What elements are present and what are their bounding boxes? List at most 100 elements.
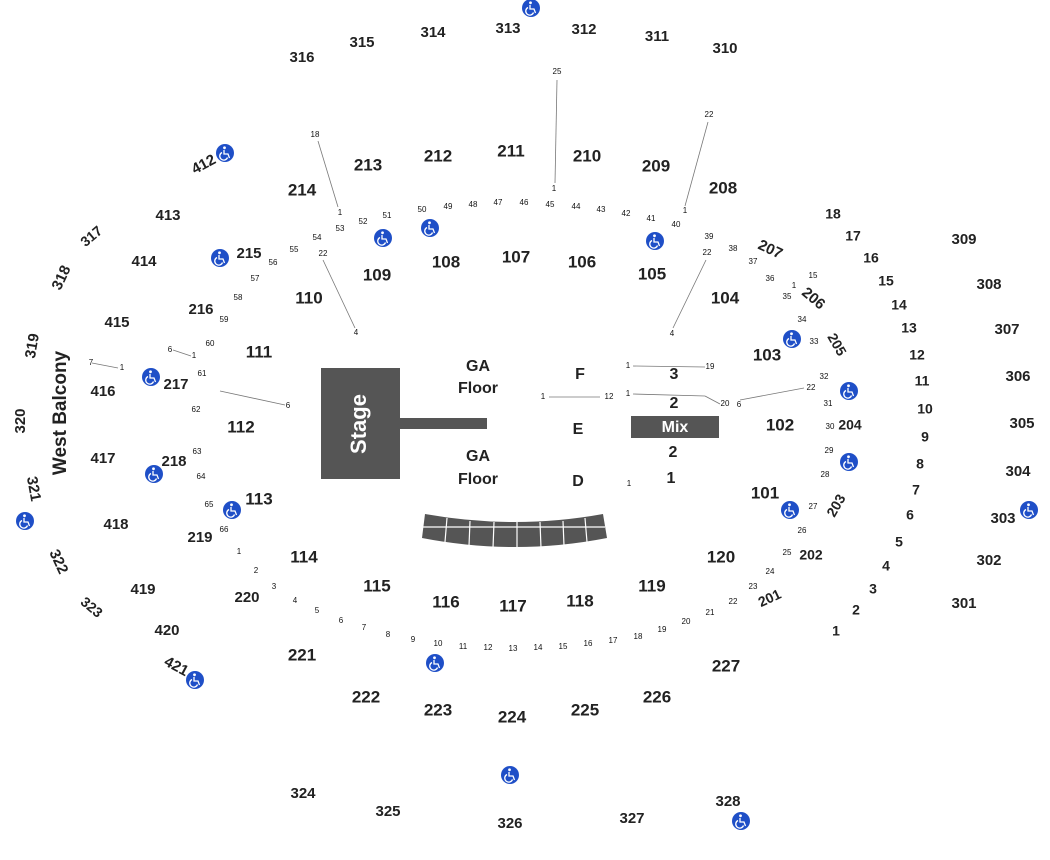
section[interactable]: 301 (951, 595, 976, 612)
section[interactable]: 313 (495, 20, 520, 37)
floor-number[interactable]: 2 (670, 395, 679, 412)
section[interactable]: 312 (571, 21, 596, 38)
section[interactable]: 115 (363, 576, 390, 595)
section[interactable]: 223 (424, 700, 452, 719)
floor-number[interactable]: 2 (669, 444, 678, 461)
ga-floor-lower[interactable]: GA Floor (458, 448, 498, 488)
section[interactable]: 108 (432, 252, 460, 271)
section[interactable]: 16 (863, 250, 879, 266)
section[interactable]: 418 (103, 516, 128, 533)
section[interactable]: 8 (916, 456, 924, 472)
wheelchair-icon[interactable] (521, 0, 541, 18)
section[interactable]: 302 (976, 552, 1001, 569)
section[interactable]: 14 (891, 297, 907, 313)
section[interactable]: 7 (912, 482, 920, 498)
section[interactable]: 306 (1005, 368, 1030, 385)
section[interactable]: 211 (497, 141, 524, 160)
section[interactable]: 214 (288, 180, 317, 199)
section[interactable]: 217 (163, 376, 188, 393)
section[interactable]: 322 (45, 547, 71, 577)
section[interactable]: 218 (161, 453, 186, 470)
section[interactable]: 17 (845, 228, 861, 244)
section[interactable]: 308 (976, 276, 1001, 293)
section[interactable]: 327 (619, 810, 644, 827)
wheelchair-icon[interactable] (1019, 500, 1039, 520)
stage[interactable]: Stage (321, 368, 487, 479)
section[interactable]: 315 (349, 34, 374, 51)
section[interactable]: 325 (375, 803, 400, 820)
section[interactable]: 107 (502, 247, 530, 266)
section[interactable]: 412 (189, 151, 219, 178)
wheelchair-icon[interactable] (731, 811, 751, 831)
wheelchair-icon[interactable] (144, 464, 164, 484)
section[interactable]: 305 (1009, 415, 1034, 432)
wheelchair-icon[interactable] (425, 653, 445, 673)
section[interactable]: 220 (234, 589, 259, 606)
section[interactable]: 420 (154, 622, 179, 639)
wheelchair-icon[interactable] (839, 381, 859, 401)
section[interactable]: 415 (104, 314, 129, 331)
section[interactable]: 416 (90, 383, 115, 400)
section[interactable]: 114 (290, 547, 318, 566)
section[interactable]: 212 (424, 146, 452, 165)
section[interactable]: 320 (12, 408, 29, 433)
wheelchair-icon[interactable] (839, 452, 859, 472)
section[interactable]: 221 (288, 645, 316, 664)
section[interactable]: 109 (363, 265, 391, 284)
section[interactable]: 9 (921, 429, 929, 445)
section[interactable]: 11 (915, 373, 930, 389)
section[interactable]: 215 (236, 245, 261, 262)
section[interactable]: 203 (823, 491, 849, 519)
wheelchair-icon[interactable] (141, 367, 161, 387)
section[interactable]: 307 (994, 321, 1019, 338)
section[interactable]: 209 (642, 156, 670, 175)
section[interactable]: 103 (753, 345, 781, 364)
floor-number[interactable]: 3 (670, 366, 679, 383)
section[interactable]: 111 (246, 342, 273, 361)
wheelchair-icon[interactable] (420, 218, 440, 238)
wheelchair-icon[interactable] (15, 511, 35, 531)
section[interactable]: 117 (499, 596, 526, 615)
section[interactable]: 225 (571, 700, 599, 719)
section[interactable]: 4 (882, 558, 890, 574)
section[interactable]: 310 (712, 40, 737, 57)
section[interactable]: 3 (869, 581, 877, 597)
section[interactable]: 201 (755, 586, 783, 610)
section[interactable]: 118 (566, 591, 593, 610)
section[interactable]: 6 (906, 507, 914, 523)
section[interactable]: 227 (712, 656, 740, 675)
section[interactable]: 324 (290, 785, 316, 802)
section[interactable]: 316 (289, 49, 314, 66)
wheelchair-icon[interactable] (222, 500, 242, 520)
section[interactable]: 317 (77, 222, 105, 249)
section[interactable]: 102 (766, 415, 794, 434)
section[interactable]: 419 (130, 581, 155, 598)
section[interactable]: 309 (951, 231, 976, 248)
section[interactable]: 314 (420, 24, 446, 41)
section[interactable]: 120 (707, 547, 735, 566)
section[interactable]: 224 (498, 707, 527, 726)
section[interactable]: 112 (227, 417, 254, 436)
section[interactable]: 318 (49, 263, 75, 293)
section[interactable]: 116 (432, 592, 459, 611)
section[interactable]: 417 (90, 450, 115, 467)
section[interactable]: 311 (645, 28, 669, 45)
section[interactable]: 208 (709, 178, 737, 197)
section[interactable]: 321 (23, 475, 44, 503)
section[interactable]: 319 (22, 332, 43, 360)
floor-riser[interactable] (422, 514, 607, 549)
section[interactable]: 106 (568, 252, 596, 271)
section[interactable]: 18 (825, 206, 841, 222)
ga-floor-upper[interactable]: GA Floor (458, 358, 498, 397)
floor-number[interactable]: 1 (667, 470, 676, 487)
section[interactable]: 205 (824, 330, 850, 358)
wheelchair-icon[interactable] (780, 500, 800, 520)
section[interactable]: 304 (1005, 463, 1031, 480)
section[interactable]: 210 (573, 146, 601, 165)
section[interactable]: 15 (878, 273, 894, 289)
wheelchair-icon[interactable] (373, 228, 393, 248)
section[interactable]: 204 (838, 417, 862, 433)
section[interactable]: 216 (188, 301, 213, 318)
floor-row-f[interactable]: F (575, 366, 585, 383)
wheelchair-icon[interactable] (215, 143, 235, 163)
